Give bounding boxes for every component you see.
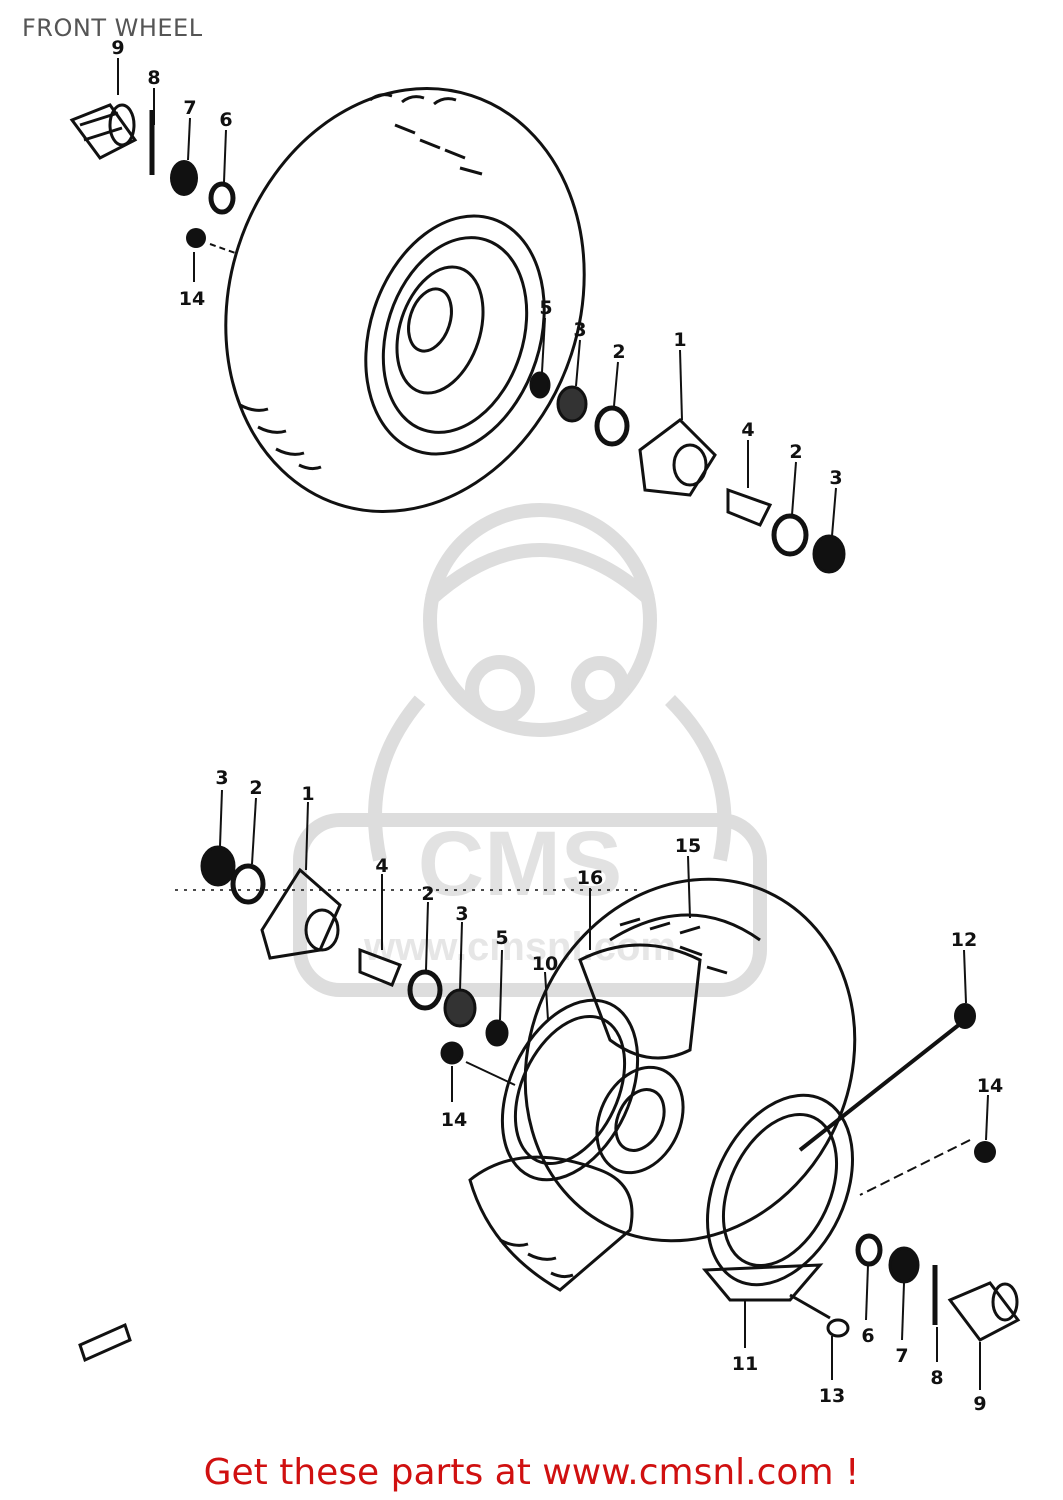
callout-14: 14 (179, 288, 205, 310)
top-washer (208, 181, 236, 215)
top-hub-parts (529, 371, 846, 574)
callout-15: 15 (675, 835, 701, 857)
top-nut-14 (186, 228, 206, 248)
callout-4: 4 (741, 419, 754, 441)
callout-2: 2 (249, 777, 262, 799)
callout-7: 7 (895, 1345, 908, 1367)
callout-9: 9 (973, 1393, 986, 1415)
arrow-marker (78, 1322, 132, 1363)
bottom-bolt-13 (789, 1293, 850, 1338)
bottom-wheel (468, 877, 857, 1302)
top-valve-cap (69, 103, 138, 160)
callout-3: 3 (215, 767, 228, 789)
callout-2: 2 (612, 341, 625, 363)
callout-2: 2 (421, 883, 434, 905)
callout-7: 7 (183, 97, 196, 119)
callout-3: 3 (455, 903, 468, 925)
callout-5: 5 (495, 927, 508, 949)
callout-3: 3 (829, 467, 842, 489)
callout-5: 5 (539, 297, 552, 319)
callout-1: 1 (301, 783, 314, 805)
callout-14: 14 (977, 1075, 1003, 1097)
callout-8: 8 (930, 1367, 943, 1389)
callout-9: 9 (111, 37, 124, 59)
callout-1: 1 (673, 329, 686, 351)
callout-4: 4 (375, 855, 388, 877)
callout-14: 14 (441, 1109, 467, 1131)
callout-16: 16 (577, 867, 603, 889)
callout-12: 12 (951, 929, 977, 951)
watermark-logo-text: CMS (418, 813, 622, 915)
bottom-nut-14 (859, 1139, 996, 1196)
callout-6: 6 (861, 1325, 874, 1347)
callout-10: 10 (532, 953, 558, 975)
callout-11: 11 (732, 1353, 758, 1375)
callout-2: 2 (789, 441, 802, 463)
leader-lines (117, 58, 989, 1390)
bottom-bolt-12 (798, 1003, 976, 1152)
callout-13: 13 (819, 1385, 845, 1407)
callouts-top: 9 8 7 6 14 5 3 2 1 4 2 3 (111, 37, 842, 489)
callout-3: 3 (573, 319, 586, 341)
top-nut (170, 160, 198, 196)
top-tire (224, 86, 586, 514)
watermark-logo (293, 503, 767, 997)
shop-link[interactable]: Get these parts at www.cmsnl.com ! (203, 1452, 860, 1493)
bottom-valve-parts (855, 1233, 1021, 1342)
bottom-hub-parts (200, 845, 509, 1065)
callouts-bottom: 3 2 1 4 2 3 5 14 16 15 10 12 14 11 13 6 … (215, 767, 1003, 1415)
footer-banner: Get these parts at www.cmsnl.com ! (0, 1452, 1063, 1493)
page-title: FRONT WHEEL (22, 14, 203, 42)
callout-6: 6 (219, 109, 232, 131)
callout-8: 8 (147, 67, 160, 89)
